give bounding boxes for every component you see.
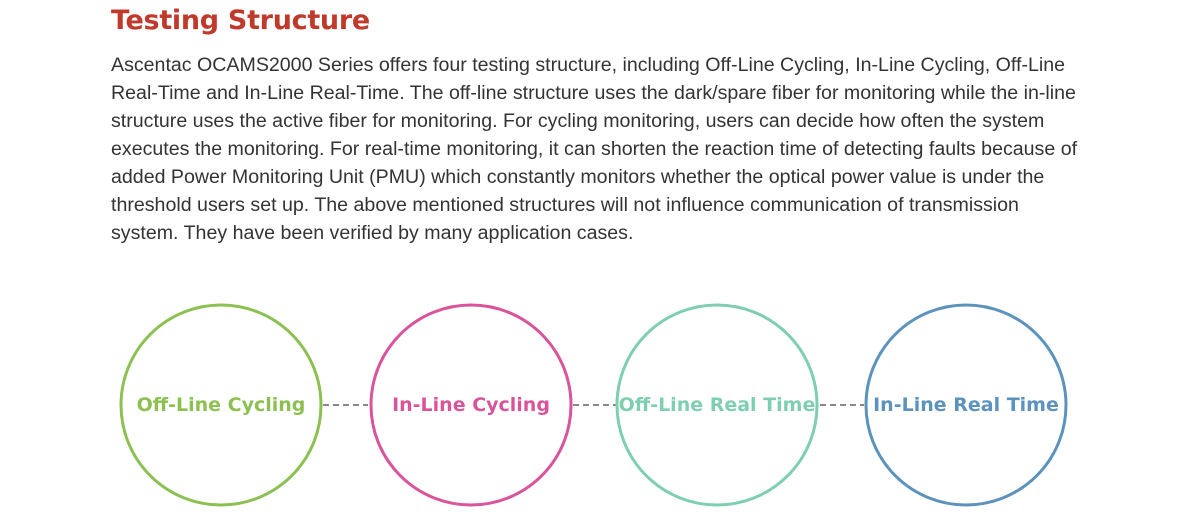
structure-circle <box>119 303 323 507</box>
structure-node-in-line-real-time: In-Line Real Time <box>864 303 1068 507</box>
structure-circle <box>369 303 573 507</box>
section-description: Ascentac OCAMS2000 Series offers four te… <box>111 54 1078 244</box>
structure-label: In-Line Real Time <box>873 394 1059 416</box>
structure-node-off-line-cycling: Off-Line Cycling <box>119 303 323 507</box>
structure-circle <box>864 303 1068 507</box>
testing-structure-diagram: Off-Line Cycling In-Line Cycling Off-Lin… <box>119 303 1068 507</box>
structure-label: Off-Line Real Time <box>619 394 816 416</box>
structure-node-in-line-cycling: In-Line Cycling <box>369 303 573 507</box>
section-title: Testing Structure <box>111 5 370 36</box>
structure-label: In-Line Cycling <box>392 394 550 416</box>
structure-label: Off-Line Cycling <box>137 394 306 416</box>
structure-circle <box>615 303 819 507</box>
structure-node-off-line-real-time: Off-Line Real Time <box>615 303 819 507</box>
